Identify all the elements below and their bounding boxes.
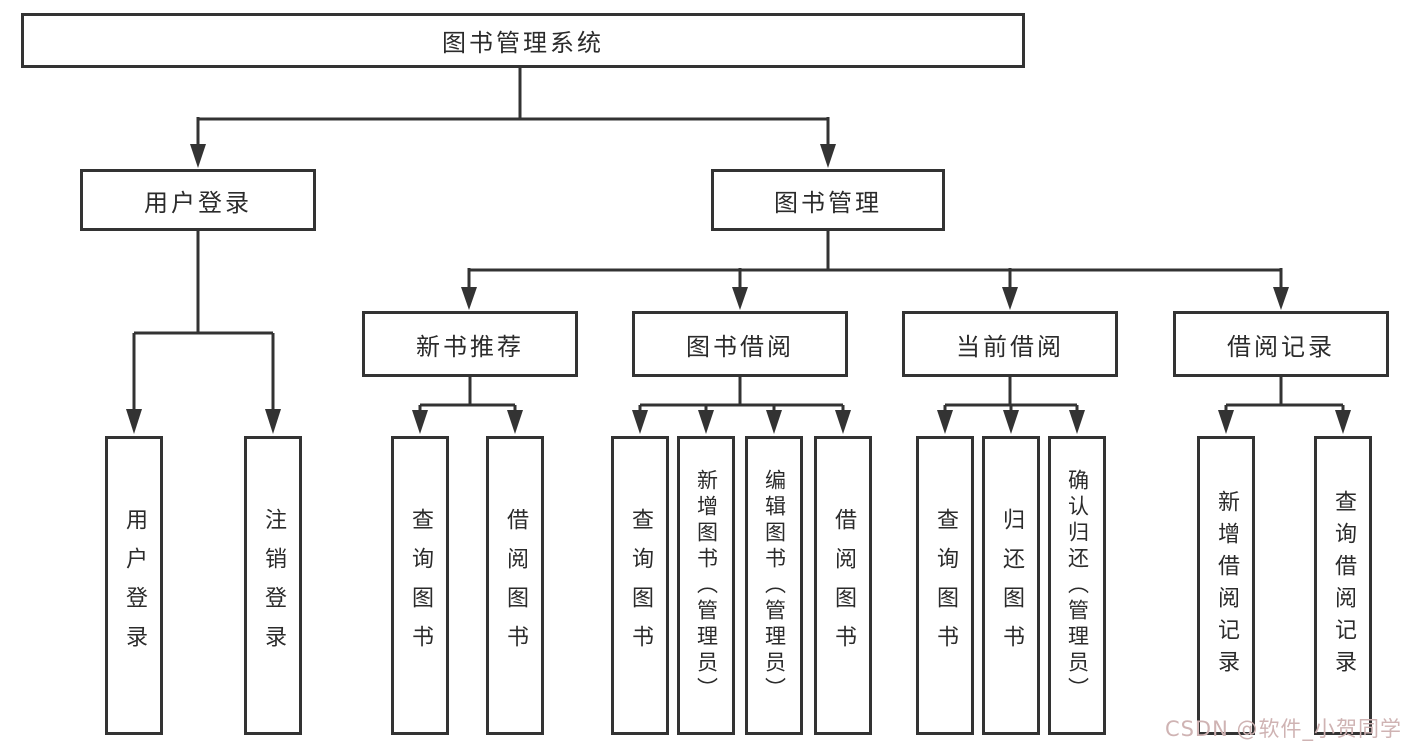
connector-recommend-children	[412, 377, 523, 434]
leaf-return-book: 归还图书	[982, 436, 1040, 735]
leaf-logout: 注销登录	[244, 436, 302, 735]
leaf-query-books-current: 查询图书	[916, 436, 974, 735]
leaf-query-books-borrow-label: 查询图书	[628, 507, 653, 664]
leaf-borrow-books-recommend: 借阅图书	[486, 436, 544, 735]
node-borrow-records-label: 借阅记录	[1227, 332, 1335, 361]
connector-mgmt-to-level2	[461, 231, 1289, 310]
node-book-borrow-label: 图书借阅	[686, 332, 794, 361]
leaf-add-book-admin-label: 新增图书（管理员）	[694, 468, 719, 703]
node-book-management-label: 图书管理	[774, 188, 882, 217]
leaf-add-borrow-record-label: 新增借阅记录	[1214, 489, 1239, 682]
node-user-login: 用户登录	[80, 169, 316, 231]
node-book-management: 图书管理	[711, 169, 945, 231]
leaf-confirm-return-admin-label: 确认归还（管理员）	[1065, 468, 1090, 703]
leaf-query-books-recommend: 查询图书	[391, 436, 449, 735]
leaf-borrow-books: 借阅图书	[814, 436, 872, 735]
leaf-confirm-return-admin: 确认归还（管理员）	[1048, 436, 1106, 735]
leaf-edit-book-admin: 编辑图书（管理员）	[745, 436, 803, 735]
node-book-borrow: 图书借阅	[632, 311, 848, 377]
leaf-add-book-admin: 新增图书（管理员）	[677, 436, 735, 735]
connector-current-children	[937, 377, 1085, 434]
leaf-return-book-label: 归还图书	[999, 507, 1024, 664]
connector-login-children	[126, 231, 281, 434]
leaf-add-borrow-record: 新增借阅记录	[1197, 436, 1255, 735]
node-current-borrow-label: 当前借阅	[956, 332, 1064, 361]
leaf-query-books-current-label: 查询图书	[933, 507, 958, 664]
node-root-system: 图书管理系统	[21, 13, 1025, 68]
connector-root-to-level1	[190, 68, 836, 168]
node-current-borrow: 当前借阅	[902, 311, 1118, 377]
connector-borrow-children	[632, 377, 851, 434]
leaf-query-borrow-record-label: 查询借阅记录	[1331, 489, 1356, 682]
leaf-query-books-borrow: 查询图书	[611, 436, 669, 735]
leaf-user-login: 用户登录	[105, 436, 163, 735]
connector-records-children	[1218, 377, 1351, 434]
leaf-edit-book-admin-label: 编辑图书（管理员）	[762, 468, 787, 703]
leaf-query-books-recommend-label: 查询图书	[408, 507, 433, 664]
leaf-query-borrow-record: 查询借阅记录	[1314, 436, 1372, 735]
csdn-watermark: CSDN @软件_小贺同学	[1164, 717, 1402, 741]
leaf-user-login-label: 用户登录	[122, 507, 147, 664]
node-root-label: 图书管理系统	[442, 29, 604, 57]
leaf-borrow-books-recommend-label: 借阅图书	[503, 507, 528, 664]
node-user-login-label: 用户登录	[144, 188, 252, 217]
leaf-logout-label: 注销登录	[261, 507, 286, 664]
node-new-book-recommend-label: 新书推荐	[416, 332, 524, 361]
leaf-borrow-books-label: 借阅图书	[831, 507, 856, 664]
node-new-book-recommend: 新书推荐	[362, 311, 578, 377]
node-borrow-records: 借阅记录	[1173, 311, 1389, 377]
